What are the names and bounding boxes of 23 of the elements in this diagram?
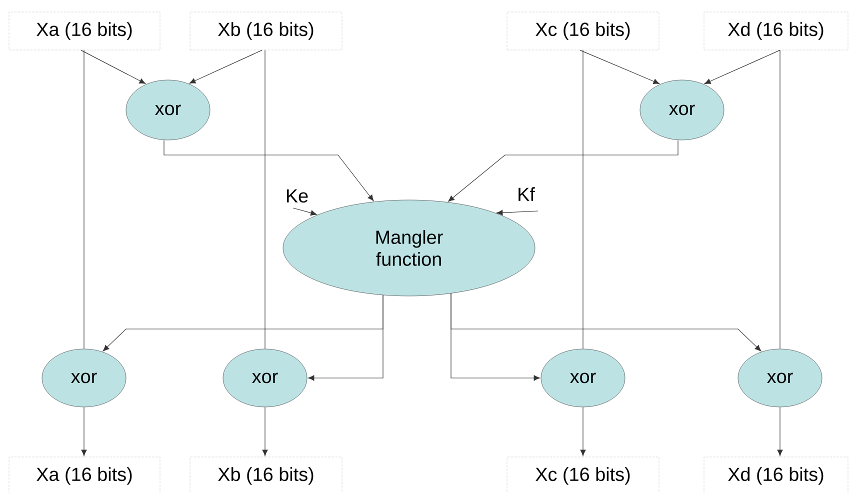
arrow bbox=[580, 406, 586, 456]
arrow bbox=[450, 292, 762, 352]
bit-block-box: Xc (16 bits) bbox=[506, 12, 660, 50]
arrow bbox=[777, 406, 783, 456]
arrow bbox=[80, 50, 146, 84]
bit-block-box: Xd (16 bits) bbox=[704, 456, 848, 493]
bit-block-box: Xd (16 bits) bbox=[704, 12, 848, 50]
bit-block-box: Xc (16 bits) bbox=[506, 456, 660, 493]
arrow bbox=[262, 406, 268, 456]
arrow bbox=[81, 406, 87, 456]
key-label: Kf bbox=[518, 187, 535, 201]
arrow bbox=[496, 210, 538, 216]
bit-block-box: Xa (16 bits) bbox=[8, 12, 160, 50]
arrow bbox=[448, 140, 678, 202]
bit-block-box: Xb (16 bits) bbox=[190, 12, 342, 50]
arrow bbox=[704, 50, 780, 84]
bit-block-box: Xa (16 bits) bbox=[8, 456, 160, 493]
arrow bbox=[308, 294, 384, 381]
arrow bbox=[164, 140, 374, 202]
arrow bbox=[189, 50, 262, 84]
bit-block-box: Xb (16 bits) bbox=[190, 456, 342, 493]
arrow bbox=[580, 50, 660, 84]
arrow bbox=[292, 208, 317, 216]
